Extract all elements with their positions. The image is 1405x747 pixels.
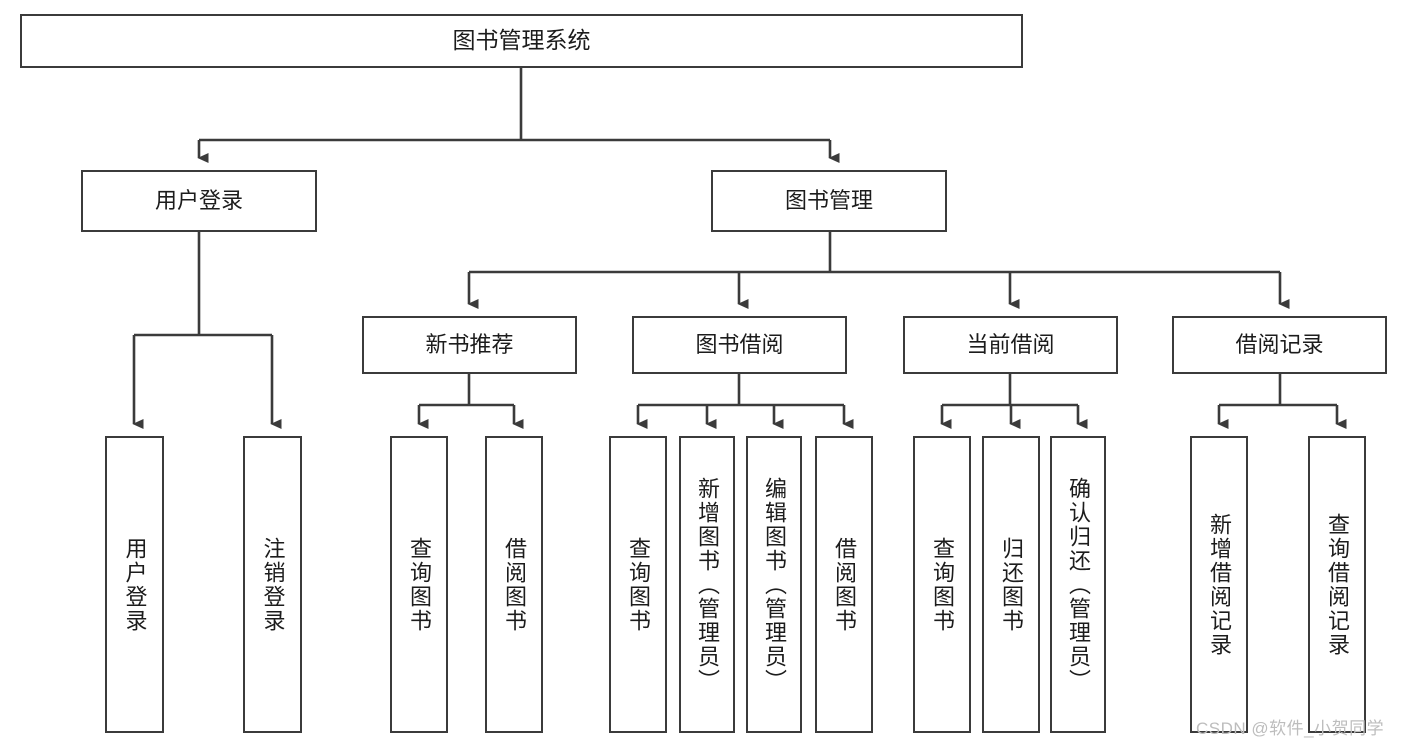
node-user-login[interactable]: 用户登录 bbox=[81, 170, 317, 232]
leaf-add-book-admin[interactable]: 新增图书（管理员） bbox=[679, 436, 735, 733]
leaf-return-book[interactable]: 归还图书 bbox=[982, 436, 1040, 733]
leaf-edit-book-admin[interactable]: 编辑图书（管理员） bbox=[746, 436, 802, 733]
node-book-management[interactable]: 图书管理 bbox=[711, 170, 947, 232]
leaf-lend-book[interactable]: 借阅图书 bbox=[815, 436, 873, 733]
leaf-borrow-books-new[interactable]: 借阅图书 bbox=[485, 436, 543, 733]
node-borrow-records[interactable]: 借阅记录 bbox=[1172, 316, 1387, 374]
node-new-book-recommend[interactable]: 新书推荐 bbox=[362, 316, 577, 374]
leaf-query-books-borrow[interactable]: 查询图书 bbox=[609, 436, 667, 733]
node-current-borrow[interactable]: 当前借阅 bbox=[903, 316, 1118, 374]
leaf-user-login[interactable]: 用户登录 bbox=[105, 436, 164, 733]
leaf-query-books-current[interactable]: 查询图书 bbox=[913, 436, 971, 733]
leaf-add-borrow-record[interactable]: 新增借阅记录 bbox=[1190, 436, 1248, 733]
leaf-query-borrow-record[interactable]: 查询借阅记录 bbox=[1308, 436, 1366, 733]
watermark: CSDN @软件_小贺同学 bbox=[1196, 719, 1385, 738]
node-book-borrow[interactable]: 图书借阅 bbox=[632, 316, 847, 374]
leaf-query-books-new[interactable]: 查询图书 bbox=[390, 436, 448, 733]
leaf-logout[interactable]: 注销登录 bbox=[243, 436, 302, 733]
node-root-system[interactable]: 图书管理系统 bbox=[20, 14, 1023, 68]
leaf-confirm-return-admin[interactable]: 确认归还（管理员） bbox=[1050, 436, 1106, 733]
